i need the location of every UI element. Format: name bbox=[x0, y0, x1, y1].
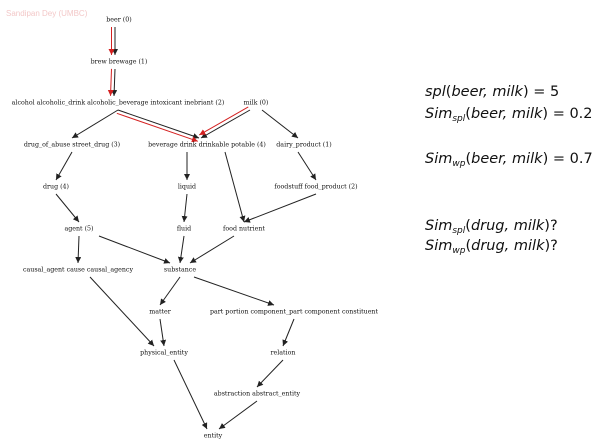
node-physical: physical_entity bbox=[140, 350, 188, 357]
wordnet-hypernym-graph: beer (0) brew brewage (1) alcohol alcoholi… bbox=[12, 17, 379, 440]
edge-agent-to-substance bbox=[98, 235, 171, 264]
formula-rhs: = 0.7 bbox=[552, 151, 593, 167]
node-liquid: liquid bbox=[178, 184, 196, 191]
formula-args: beer, milk bbox=[470, 106, 543, 122]
edge-brew-to-alcohol-highlight bbox=[107, 68, 114, 96]
edge-food-to-substance bbox=[189, 235, 235, 264]
formula-sub: wp bbox=[452, 246, 466, 256]
node-beverage: beverage drink drinkable potable (4) bbox=[148, 142, 266, 149]
formula-args: drug, milk bbox=[471, 238, 545, 254]
node-foodstuff: foodstuff food_product (2) bbox=[274, 184, 357, 191]
node-drug: drug (4) bbox=[43, 184, 69, 191]
node-entity: entity bbox=[204, 433, 223, 440]
edge-alcohol-to-beverage-highlight bbox=[116, 112, 199, 143]
node-part: part portion component_part component co… bbox=[210, 309, 379, 316]
node-causal: causal_agent cause causal_agency bbox=[23, 267, 133, 274]
edge-liquid-to-fluid bbox=[181, 193, 188, 223]
node-fluid: fluid bbox=[177, 226, 191, 233]
formula-sub: spl bbox=[452, 114, 466, 124]
formula-sub: spl bbox=[452, 226, 466, 236]
edge-abstraction-to-entity bbox=[218, 400, 258, 430]
formula-sim-spl-beer-milk: Simspl(beer, milk) = 0.2 bbox=[425, 106, 593, 124]
formula-func: Sim bbox=[425, 218, 453, 234]
formula-func: spl bbox=[425, 84, 446, 100]
edge-drug-abuse-to-drug bbox=[55, 151, 73, 181]
edge-relation-to-abstraction bbox=[256, 359, 284, 388]
node-relation: relation bbox=[271, 350, 296, 357]
formula-args: beer, milk bbox=[451, 84, 523, 100]
formula-args: beer, milk bbox=[471, 151, 543, 167]
formula-rhs: = 5 bbox=[533, 84, 560, 100]
edge-brew-to-alcohol bbox=[111, 68, 118, 97]
formula-func: Sim bbox=[425, 238, 453, 254]
node-substance: substance bbox=[164, 267, 196, 274]
formula-sim-spl-drug-milk: Simspl(drug, milk)? bbox=[425, 218, 558, 236]
formula-func: Sim bbox=[425, 151, 453, 167]
edge-substance-to-part bbox=[193, 276, 275, 306]
edge-causal-to-physical bbox=[89, 276, 155, 347]
node-beer: beer (0) bbox=[106, 17, 131, 24]
edge-fluid-to-substance bbox=[177, 235, 185, 264]
node-drug-abuse: drug_of_abuse street_drug (3) bbox=[24, 142, 120, 149]
formula-rhs: = 0.2 bbox=[552, 106, 593, 122]
formula-rhs: ? bbox=[550, 238, 558, 254]
edge-milk-to-dairy bbox=[261, 109, 299, 139]
edge-substance-to-matter bbox=[159, 276, 181, 306]
watermark: Sandipan Dey (UMBC) bbox=[6, 9, 88, 18]
edge-drug-to-agent bbox=[55, 193, 80, 223]
edge-alcohol-to-beverage bbox=[117, 109, 200, 139]
formula-sim-wp-drug-milk: Simwp(drug, milk)? bbox=[425, 238, 558, 256]
node-dairy: dairy_product (1) bbox=[276, 142, 331, 149]
edge-alcohol-to-drug-abuse bbox=[71, 109, 119, 139]
node-agent: agent (5) bbox=[64, 226, 93, 233]
node-food: food nutrient bbox=[223, 226, 265, 233]
node-abstraction: abstraction abstract_entity bbox=[214, 391, 301, 398]
node-milk: milk (0) bbox=[244, 100, 269, 107]
edge-milk-to-beverage bbox=[200, 109, 251, 139]
formula-func: Sim bbox=[425, 106, 453, 122]
node-alcohol: alcohol alcoholic_drink alcoholic_bevera… bbox=[12, 100, 225, 107]
node-brew: brew brewage (1) bbox=[91, 59, 148, 66]
edge-dairy-to-foodstuff bbox=[297, 151, 317, 181]
formula-sim-wp-beer-milk: Simwp(beer, milk) = 0.7 bbox=[425, 151, 593, 169]
edge-foodstuff-to-food bbox=[243, 193, 317, 223]
edge-matter-to-physical bbox=[159, 318, 167, 347]
edge-physical-to-entity bbox=[173, 359, 208, 430]
formula-rhs: ? bbox=[549, 218, 558, 234]
edge-part-to-relation bbox=[282, 318, 295, 347]
formula-args: drug, milk bbox=[470, 218, 545, 234]
edge-beverage-to-food bbox=[224, 151, 246, 223]
formula-spl-beer-milk: spl(beer, milk) = 5 bbox=[425, 84, 560, 100]
formula-sub: wp bbox=[452, 159, 466, 169]
edge-milk-to-beverage-highlight bbox=[199, 106, 249, 136]
edge-agent-to-causal bbox=[75, 235, 82, 264]
node-matter: matter bbox=[149, 309, 172, 316]
